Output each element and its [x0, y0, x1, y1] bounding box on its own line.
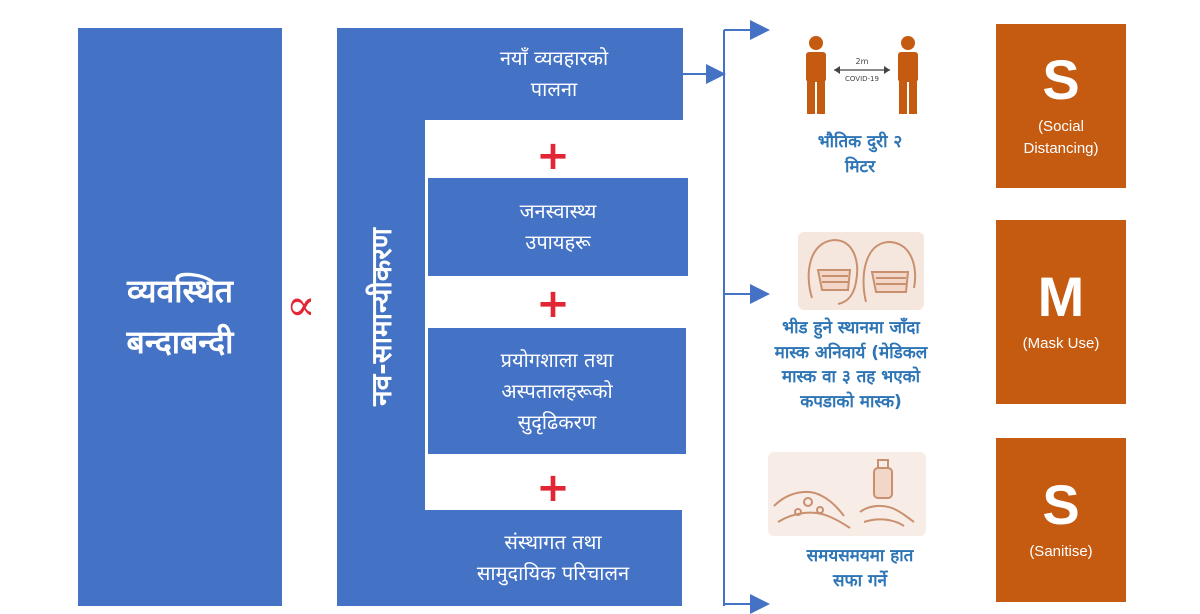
caption-text: भौतिक दुरी २	[817, 132, 903, 152]
managed-lockdown-line2: बन्दाबन्दी	[126, 323, 234, 361]
sms-letter: S	[1042, 473, 1080, 537]
sms-letter: M	[1037, 265, 1085, 329]
sms-letter: S	[1042, 48, 1080, 112]
caption-text: भीड हुने स्थानमा जाँदा	[782, 318, 920, 338]
component-text: प्रयोगशाला तथा	[500, 347, 614, 372]
caption-text: समयसमयमा हात	[806, 546, 914, 566]
handwash-icon	[768, 452, 926, 536]
sms-desc-line: (Mask Use)	[1022, 335, 1100, 353]
mask-icon	[798, 232, 924, 310]
social-distance-icon: 2m COVID-19	[806, 36, 918, 114]
component-text: अस्पतालहरूको	[501, 378, 613, 403]
sms-desc: (Mask Use)	[1023, 333, 1100, 355]
distance-label: 2m	[856, 57, 869, 66]
component-text: पालना	[530, 77, 578, 101]
sms-desc-line: (Social	[1038, 118, 1084, 136]
sms-box-social-distancing: S (Social Distancing)	[996, 24, 1126, 188]
component-text: सुदृढिकरण	[517, 409, 597, 434]
plus-sign: +	[536, 133, 570, 179]
proportional-symbol: ∝	[286, 280, 316, 331]
plus-sign: +	[536, 281, 570, 327]
covid-label: COVID-19	[845, 75, 879, 83]
sms-box-sanitise: S (Sanitise)	[996, 438, 1126, 602]
caption-mask-use: भीड हुने स्थानमा जाँदा मास्क अनिवार्य (म…	[735, 316, 967, 415]
plus-sign: +	[536, 465, 570, 511]
component-public-health: जनस्वास्थ्य उपायहरू	[428, 178, 688, 276]
caption-text: सफा गर्ने	[833, 570, 887, 591]
caption-text: मास्क वा ३ तह भएको	[781, 367, 921, 388]
caption-text: मिटर	[844, 156, 876, 177]
component-community-mobilisation: संस्थागत तथा सामुदायिक परिचालन	[424, 510, 682, 606]
sms-desc-line: Distancing)	[1023, 140, 1099, 157]
managed-lockdown-box: व्यवस्थित बन्दाबन्दी	[78, 28, 282, 606]
component-text: सामुदायिक परिचालन	[476, 561, 630, 585]
component-text: उपायहरू	[525, 230, 591, 254]
caption-sanitise: समयसमयमा हात सफा गर्ने	[770, 544, 950, 593]
sms-box-mask-use: M (Mask Use)	[996, 220, 1126, 404]
managed-lockdown-line1: व्यवस्थित	[126, 271, 234, 310]
sms-desc: (Sanitise)	[1029, 541, 1092, 563]
caption-text: मास्क अनिवार्य (मेडिकल	[774, 342, 928, 363]
sms-desc: (Social Distancing)	[1023, 116, 1098, 160]
new-normal-box: नव-सामान्यीकरण	[337, 28, 425, 606]
component-text: नयाँ व्यवहारको	[499, 46, 609, 70]
caption-physical-distance: भौतिक दुरी २ मिटर	[770, 130, 950, 179]
component-lab-hospital: प्रयोगशाला तथा अस्पतालहरूको सुदृढिकरण	[428, 328, 686, 454]
component-text: संस्थागत तथा	[504, 530, 602, 554]
component-text: जनस्वास्थ्य	[519, 199, 597, 223]
caption-text: कपडाको मास्क)	[800, 391, 902, 412]
sms-desc-line: (Sanitise)	[1029, 543, 1093, 561]
component-new-behaviour: नयाँ व्यवहारको पालना	[425, 28, 683, 120]
